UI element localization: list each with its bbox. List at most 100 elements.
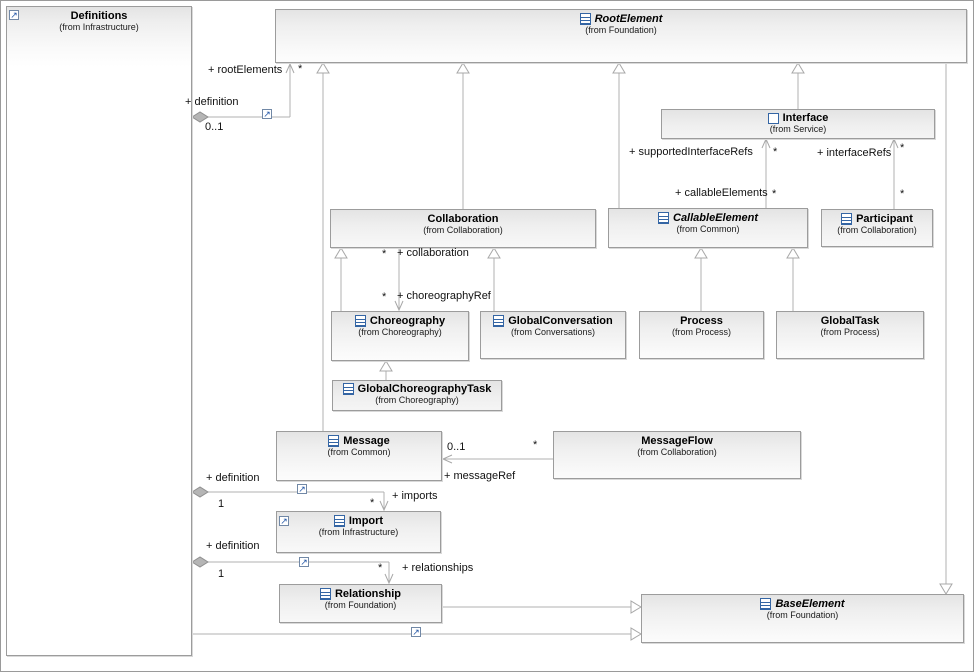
triangle-up-icon [456,62,470,74]
class-name: Collaboration [427,213,499,225]
multiplicity-label: * [382,291,387,303]
role-label-rootelements: + rootElements [208,64,283,76]
class-name: CallableElement [673,212,758,224]
multiplicity-label: 0..1 [447,441,466,453]
class-name: Choreography [369,315,446,327]
class-box-globalconversation[interactable]: GlobalConversation (from Conversations) [480,311,626,359]
multiplicity-label: * [378,562,383,574]
class-box-process[interactable]: Process (from Process) [639,311,764,359]
class-name: GlobalConversation [508,315,613,327]
association-messageflow-messageref [441,454,553,464]
role-label-messageref: + messageRef [444,470,516,482]
class-box-messageflow[interactable]: MessageFlow (from Collaboration) [553,431,801,479]
triangle-up-icon [791,62,805,74]
class-icon [841,213,853,225]
class-icon [333,515,345,527]
class-name: RootElement [594,13,663,25]
class-name: GlobalTask [820,315,880,327]
class-box-import[interactable]: Import (from Infrastructure) [276,511,441,553]
class-name: Message [343,435,390,447]
association-collaboration-choreographyref [394,248,404,312]
triangle-up-icon [487,247,501,259]
triangle-up-icon [694,247,708,259]
class-box-relationship[interactable]: Relationship (from Foundation) [279,584,442,623]
class-package: (from Choreography) [358,327,442,337]
role-label-definition: + definition [185,96,239,108]
triangle-up-icon [612,62,626,74]
association-definitions-relationships [208,561,394,585]
role-label-supportedinterfacerefs: + supportedInterfaceRefs [629,146,753,158]
role-label-interfacerefs: + interfaceRefs [817,147,892,159]
class-package: (from Conversations) [510,327,596,337]
class-name: Relationship [334,588,401,600]
role-label-relationships: + relationships [402,562,474,574]
multiplicity-label: * [298,63,303,75]
class-icon [658,212,669,224]
class-icon [328,435,340,447]
class-icon [319,588,331,600]
multiplicity-label: * [772,188,777,200]
class-package: (from Collaboration) [837,225,917,235]
class-box-baseelement[interactable]: BaseElement (from Foundation) [641,594,964,643]
class-package: (from Common) [676,224,740,234]
multiplicity-label: 1 [218,568,225,580]
multiplicity-label: * [900,142,905,154]
role-label-imports: + imports [392,490,438,502]
class-box-collaboration[interactable]: Collaboration (from Collaboration) [330,209,596,248]
class-box-choreography[interactable]: Choreography (from Choreography) [331,311,469,361]
role-label-definition: + definition [206,540,260,552]
triangle-up-icon [334,247,348,259]
navigate-icon[interactable]: ↗ [297,484,307,494]
class-icon [579,13,591,25]
class-package: (from Service) [769,124,827,134]
association-callableelement-supportedinterfacerefs [761,137,771,208]
class-package: (from Collaboration) [637,447,717,457]
class-name: GlobalChoreographyTask [357,383,492,395]
class-name: Participant [856,213,913,225]
association-definitions-rootelements [208,62,295,118]
multiplicity-label: * [370,497,375,509]
triangle-down-icon [939,583,953,595]
class-box-globaltask[interactable]: GlobalTask (from Process) [776,311,924,359]
class-name: Definitions [70,10,128,22]
class-package: (from Process) [820,327,880,337]
class-box-participant[interactable]: Participant (from Collaboration) [821,209,933,247]
class-box-callableelement[interactable]: CallableElement (from Common) [608,208,808,248]
multiplicity-label: * [773,146,778,158]
class-box-message[interactable]: Message (from Common) [276,431,442,481]
class-package: (from Common) [327,447,391,457]
class-box-interface[interactable]: Interface (from Service) [661,109,935,139]
role-label-callableelements: + callableElements [675,187,768,199]
class-name: MessageFlow [641,435,713,447]
class-icon [760,598,772,610]
class-package: (from Infrastructure) [318,527,399,537]
role-label-choreographyref: + choreographyRef [397,290,491,302]
triangle-up-icon [379,360,393,372]
multiplicity-label: * [533,439,538,451]
class-package: (from Foundation) [766,610,839,620]
class-name: Interface [782,112,829,124]
class-name: BaseElement [775,598,845,610]
class-name: Process [680,315,723,327]
multiplicity-label: 0..1 [205,121,224,133]
navigate-icon[interactable]: ↗ [262,109,272,119]
class-box-globalchoreographytask[interactable]: GlobalChoreographyTask (from Choreograph… [332,380,502,411]
interface-icon [767,112,779,124]
class-package: (from Foundation) [324,600,397,610]
navigate-icon[interactable]: ↗ [299,557,309,567]
class-name: Import [348,515,384,527]
class-package: (from Process) [671,327,731,337]
triangle-right-icon [630,600,642,614]
navigate-icon[interactable]: ↗ [279,516,289,526]
class-box-definitions[interactable]: Definitions (from Infrastructure) [6,6,192,656]
association-participant-interfacerefs [889,137,899,209]
navigate-icon[interactable]: ↗ [9,10,19,20]
association-definitions-imports [208,491,389,512]
class-package: (from Collaboration) [423,225,503,235]
aggregation-diamond-icon [191,556,209,568]
navigate-icon[interactable]: ↗ [411,627,421,637]
triangle-right-icon [630,627,642,641]
class-icon [354,315,366,327]
class-box-rootelement[interactable]: RootElement (from Foundation) [275,9,967,63]
